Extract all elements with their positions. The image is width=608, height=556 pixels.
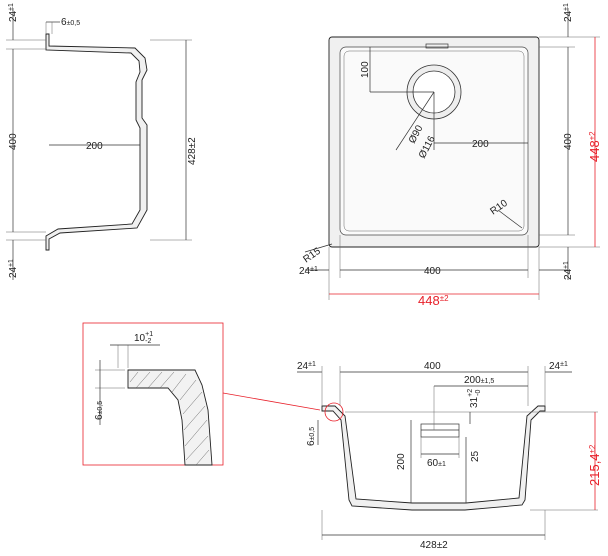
- top-right-tol: 24±1: [563, 261, 574, 280]
- side-profile-outline: [45, 33, 148, 251]
- front-width-label: 400: [424, 361, 441, 372]
- front-profile-outline: [321, 405, 546, 511]
- top-top-tol: 24±1: [563, 3, 574, 22]
- front-total-label: 428±2: [420, 540, 448, 551]
- side-total-label: 428±2: [187, 137, 198, 165]
- front-drain-offset-label: 200±1,5: [464, 375, 494, 386]
- detail-view: 10+1-2 6±0,5: [82, 322, 321, 466]
- front-depth-label: 200: [396, 453, 407, 470]
- top-center-offset-label: 200: [472, 139, 489, 150]
- top-overflow-slot: [425, 43, 449, 49]
- front-drain-width-label: 60±1: [427, 458, 446, 469]
- front-view: 24±1 400 24±1 200±1,5 31+2-0 6±0,5 200 6…: [297, 361, 602, 551]
- detail-frame: [82, 322, 224, 466]
- top-width-label: 400: [424, 266, 441, 277]
- side-height-label: 400: [8, 133, 19, 150]
- front-right-tol: 24±1: [549, 361, 568, 372]
- side-top-tol: 24±1: [8, 3, 19, 22]
- top-left-tol: 24±1: [299, 266, 318, 277]
- side-width-label: 200: [86, 141, 103, 152]
- top-overall-width-label: 448±2: [418, 293, 449, 308]
- top-height-label: 400: [563, 133, 574, 150]
- side-lip-label: 6±0,5: [61, 17, 80, 28]
- side-bottom-tol: 24±1: [8, 259, 19, 278]
- detail-lip-profile: [127, 369, 213, 466]
- front-drain-height-label: 25: [470, 450, 481, 462]
- top-radius-outer-label: R15: [301, 246, 323, 266]
- top-offset-label: 100: [360, 61, 371, 78]
- front-lip-label: 6±0,5: [306, 427, 317, 446]
- front-drain-depth-label: 31+2-0: [467, 389, 482, 408]
- front-drain-box: [420, 423, 460, 438]
- detail-lip-width-label: 10+1-2: [134, 331, 153, 345]
- front-overall-depth-label: 215,4±2: [587, 444, 602, 486]
- top-overall-height-label: 448±2: [587, 131, 602, 162]
- front-left-tol: 24±1: [297, 361, 316, 372]
- front-detail-marker: [324, 402, 344, 422]
- side-view: 24±1 6±0,5 400 200 428±2 24±1: [6, 3, 198, 280]
- top-view: 24±1 100 Ø90 Ø116 200 400 448±2 R10 R15 …: [299, 3, 602, 308]
- top-inner-edge: [343, 50, 525, 232]
- detail-lip-height-label: 6±0,5: [94, 401, 105, 420]
